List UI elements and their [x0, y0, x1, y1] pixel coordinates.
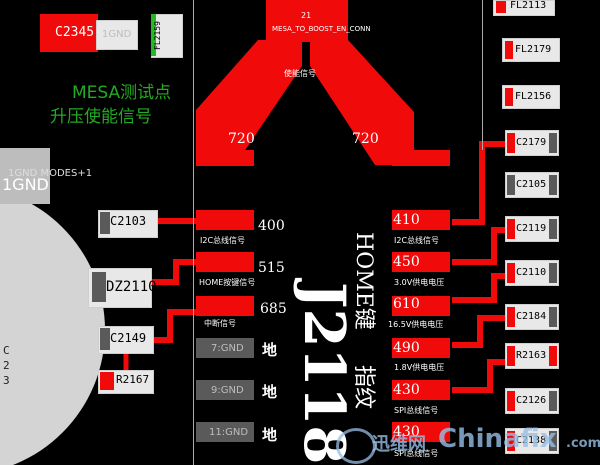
- c2103-pad: [100, 212, 110, 234]
- right-pin-pad: [392, 338, 450, 358]
- top-connector-pad: 21 MESA_TO_BOOST_EN_CONN: [266, 0, 371, 42]
- enable-trace-left: [196, 40, 302, 165]
- top-connector-number: 21: [301, 11, 312, 20]
- c2119-body: C2119: [505, 216, 559, 242]
- c2126-body: C2126: [505, 388, 559, 414]
- enable-signal-label: 使能信号: [284, 69, 316, 78]
- side-mark-2: 2: [3, 359, 10, 372]
- left-gnd-label: 7:GND: [211, 343, 244, 354]
- left-pin-pad: [196, 296, 254, 316]
- side-mark-3: 3: [3, 374, 10, 387]
- left-top-pad: [196, 150, 254, 166]
- right-pin-value: 610: [393, 296, 420, 312]
- fl2179-body: FL2179: [502, 38, 560, 62]
- right-pin-value: 430: [393, 382, 420, 398]
- ground-tag: 1GND: [102, 29, 132, 40]
- left-gnd-pad: [196, 338, 254, 358]
- right-pin-pad: [392, 296, 450, 316]
- left-gnd-label: 9:GND: [211, 385, 244, 396]
- ground-circle: [0, 190, 105, 465]
- trace-610: [452, 273, 506, 303]
- fl2159-marker: [151, 14, 156, 56]
- watermark-domain: .com: [566, 436, 600, 451]
- right-pin-pad: [392, 422, 450, 442]
- c2179-body: C2179: [505, 130, 559, 156]
- right-pin-pad: [392, 210, 450, 230]
- right-pin-value: 430: [393, 424, 420, 440]
- board-outline-left: [193, 0, 194, 465]
- c2105-body: C2105: [505, 172, 559, 198]
- c2138-body: C2138: [505, 428, 559, 454]
- left-pin-pad: [196, 252, 254, 272]
- enable-trace-right: [310, 40, 414, 165]
- trace-515: [150, 259, 196, 285]
- c2184-body: C2184: [505, 304, 559, 330]
- watermark-logo: [336, 428, 376, 464]
- right-pin-pad: [392, 380, 450, 400]
- right-pin-value: 410: [393, 212, 420, 228]
- left-pin-value: 400: [258, 218, 285, 234]
- mesa-note-line2: 升压使能信号: [50, 107, 152, 127]
- mesa-note-line1: MESA测试点: [72, 83, 172, 103]
- board-outline-right: [482, 0, 483, 150]
- c2345-label: C2345: [55, 25, 95, 40]
- left-gnd-pad: [196, 380, 254, 400]
- watermark-brand-cn: 迅维网: [372, 434, 426, 455]
- left-pin-label: I2C总线信号: [200, 236, 246, 245]
- trace-410: [452, 141, 506, 225]
- r2167-pad: [100, 372, 114, 390]
- right-pin-value: 490: [393, 340, 420, 356]
- right-pin-label: SPI总线信号: [394, 449, 439, 458]
- left-gnd-value: 地: [262, 426, 278, 444]
- left-gnd-pad: [196, 422, 254, 442]
- left-gnd-label: 11:GND: [209, 427, 249, 438]
- trace-450: [452, 227, 506, 265]
- left-pin-label: 中断信号: [204, 319, 236, 328]
- c2103-label: C2103: [110, 214, 147, 228]
- fl2159-label: FL2159: [153, 21, 162, 50]
- right-top-pad: [392, 150, 450, 166]
- left-pin-pad: [196, 210, 254, 230]
- trace-430: [452, 359, 506, 393]
- c2345-pad: [40, 14, 98, 52]
- right-pin-value: 450: [393, 254, 420, 270]
- left-gnd-value: 地: [262, 383, 278, 401]
- faded-label: 1GND MODES+1: [8, 168, 93, 179]
- right-pin-label: 16.5V供电电压: [388, 320, 444, 329]
- dz2110-pad: [92, 272, 106, 302]
- fl2156-body: FL2156: [502, 85, 560, 109]
- right-pin-label: 1.8V供电电压: [394, 363, 445, 372]
- c2149-label: C2149: [110, 331, 147, 345]
- left-pin-value: 685: [260, 301, 287, 317]
- right-pin-pad: [392, 252, 450, 272]
- big-pad-label: 1GND: [2, 175, 49, 194]
- big-ground-pad: [0, 148, 50, 204]
- r2163-body: R2163: [505, 343, 559, 369]
- fl2113-body: FL2113: [493, 0, 555, 16]
- side-mark-1: C: [3, 344, 10, 357]
- right-pin-label: I2C总线信号: [394, 236, 440, 245]
- left-top-value: 720: [228, 131, 255, 147]
- left-gnd-value: 地: [262, 341, 278, 359]
- left-pin-label: HOME按键信号: [199, 278, 256, 287]
- c2149-pad: [100, 328, 110, 350]
- right-top-value: 720: [352, 131, 379, 147]
- left-pin-value: 515: [258, 260, 285, 276]
- trace-685: [150, 309, 196, 343]
- watermark-brand-en: Chinafix: [438, 424, 557, 454]
- dz2110-label: DZ2110: [106, 279, 157, 295]
- c2345-body: [96, 20, 138, 50]
- right-pin-label: 3.0V供电电压: [394, 278, 445, 287]
- trace-490: [452, 315, 506, 348]
- top-connector-name: MESA_TO_BOOST_EN_CONN: [272, 25, 371, 33]
- c2110-body: C2110: [505, 260, 559, 286]
- r2167-label: R2167: [116, 373, 150, 386]
- right-pin-label: SPI总线信号: [394, 406, 439, 415]
